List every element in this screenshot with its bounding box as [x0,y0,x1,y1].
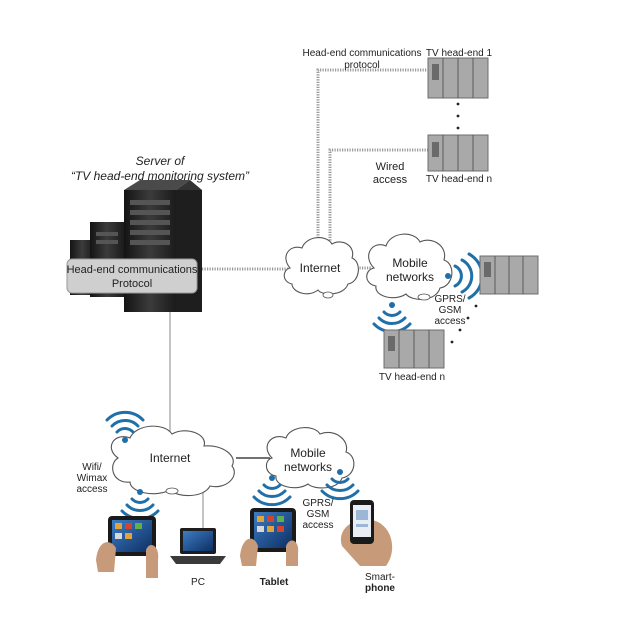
tablet-center-icon [240,508,299,566]
smartphone-label-line1: Smart- [365,572,395,583]
smartphone-label-line2: phone [365,583,395,594]
top-protocol-line2: protocol [344,60,380,71]
top-protocol-line1: Head-end communications [303,48,422,59]
headend-1-rack [427,57,489,99]
gprs-middle-line1: GPRS/ [434,294,465,305]
mobile-cloud-bottom: Mobile networks [265,427,355,489]
internet-cloud-bottom: Internet [110,425,235,497]
wifi-access-line1: Wifi/ [82,462,102,473]
wired-access-line2: access [373,174,408,186]
headend-ellipsis-diagonal [450,304,478,344]
gprs-middle-line3: access [434,316,465,327]
headend-1-label: TV head-end 1 [426,48,493,59]
mobile-top-line1: Mobile [392,256,428,270]
tablet-label: Tablet [260,577,289,588]
headend-n-mobile-rack [383,329,445,369]
gprs-middle-line2: GSM [439,305,462,316]
server-group: Server of “TV head-end monitoring system… [66,154,250,312]
mobile-bottom-line1: Mobile [290,446,326,460]
server-protocol-line2: Protocol [112,278,152,290]
headend-ellipsis-top [456,102,460,130]
signal-to-smartphone [320,469,360,501]
internet-cloud-top: Internet [283,237,359,299]
server-title-line1: Server of [136,154,186,168]
signal-to-tablet [252,475,292,507]
gprs-bottom-line1: GPRS/ [302,498,333,509]
pc-laptop-icon [170,528,226,564]
signal-waves-down [372,302,412,334]
protocol-link-to-headend-1 [316,68,428,243]
server-protocol-box [66,258,198,294]
smartphone-icon [340,500,393,566]
wifi-access-line3: access [76,484,107,495]
wired-link-to-headend-n [328,148,428,243]
signal-waves-right [445,252,484,300]
gprs-bottom-line2: GSM [307,509,330,520]
internet-bottom-label: Internet [150,451,191,465]
wifi-signal-top [105,410,145,443]
server-title-line2: “TV head-end monitoring system” [71,169,250,183]
mobile-top-line2: networks [386,270,434,284]
mobile-cloud-top: Mobile networks [366,233,453,301]
server-protocol-line1: Head-end communications [67,264,198,276]
internet-top-label: Internet [300,261,341,275]
headend-n-mobile-label: TV head-end n [379,372,445,383]
wifi-access-line2: Wimax [77,473,108,484]
gprs-bottom-line3: access [302,520,333,531]
pc-label: PC [191,577,205,588]
tablet-left-icon [96,516,159,578]
headend-n-top-rack [427,134,489,172]
mobile-bottom-line2: networks [284,460,332,474]
wired-access-line1: Wired [376,161,405,173]
headend-n-top-label: TV head-end n [426,174,492,185]
headend-right-rack [479,255,539,295]
